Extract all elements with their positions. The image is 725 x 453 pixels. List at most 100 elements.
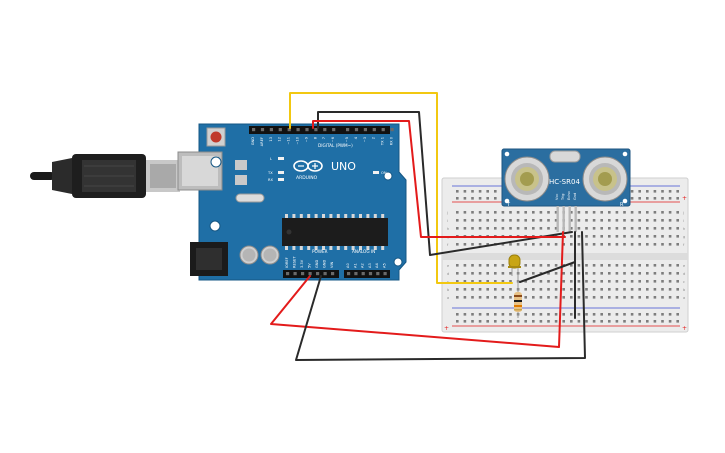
- breadboard-hole[interactable]: [524, 288, 527, 291]
- breadboard-hole[interactable]: [471, 280, 474, 283]
- breadboard-hole[interactable]: [532, 211, 535, 214]
- breadboard-hole[interactable]: [486, 190, 489, 193]
- breadboard-hole[interactable]: [592, 272, 596, 275]
- breadboard-hole[interactable]: [478, 219, 482, 222]
- breadboard-hole[interactable]: [554, 296, 558, 299]
- breadboard-hole[interactable]: [615, 320, 619, 323]
- breadboard-hole[interactable]: [676, 219, 679, 222]
- breadboard-hole[interactable]: [509, 272, 512, 275]
- breadboard-hole[interactable]: [600, 280, 603, 283]
- breadboard-hole[interactable]: [592, 235, 596, 238]
- breadboard-hole[interactable]: [570, 320, 573, 323]
- breadboard-hole[interactable]: [486, 272, 489, 275]
- breadboard-hole[interactable]: [668, 211, 672, 214]
- breadboard-hole[interactable]: [585, 227, 588, 230]
- breadboard-hole[interactable]: [524, 320, 527, 323]
- sensor-pin[interactable]: [568, 206, 571, 232]
- breadboard-hole[interactable]: [577, 211, 581, 214]
- breadboard-hole[interactable]: [646, 227, 649, 230]
- breadboard-hole[interactable]: [478, 313, 482, 316]
- header-pin[interactable]: [305, 128, 309, 132]
- header-pin[interactable]: [372, 128, 376, 132]
- breadboard-hole[interactable]: [577, 219, 581, 222]
- breadboard-hole[interactable]: [471, 313, 474, 316]
- breadboard-hole[interactable]: [494, 264, 497, 267]
- breadboard-hole[interactable]: [661, 235, 664, 238]
- breadboard-hole[interactable]: [585, 280, 588, 283]
- header-pin[interactable]: [252, 128, 256, 132]
- breadboard-hole[interactable]: [486, 219, 489, 222]
- breadboard-hole[interactable]: [501, 280, 505, 283]
- breadboard-hole[interactable]: [630, 264, 634, 267]
- breadboard-hole[interactable]: [653, 197, 657, 200]
- breadboard-hole[interactable]: [600, 243, 603, 246]
- breadboard-hole[interactable]: [539, 280, 543, 283]
- header-pin[interactable]: [308, 272, 312, 276]
- breadboard-hole[interactable]: [456, 197, 459, 200]
- breadboard-hole[interactable]: [494, 227, 497, 230]
- breadboard-hole[interactable]: [638, 272, 641, 275]
- breadboard-hole[interactable]: [638, 264, 641, 267]
- breadboard-hole[interactable]: [532, 296, 535, 299]
- breadboard-hole[interactable]: [600, 211, 603, 214]
- breadboard-hole[interactable]: [585, 243, 588, 246]
- header-pin[interactable]: [269, 128, 273, 132]
- breadboard-hole[interactable]: [494, 288, 497, 291]
- breadboard-hole[interactable]: [630, 219, 634, 222]
- breadboard-hole[interactable]: [570, 272, 573, 275]
- breadboard-hole[interactable]: [577, 243, 581, 246]
- breadboard-hole[interactable]: [456, 264, 459, 267]
- header-pin[interactable]: [381, 128, 385, 132]
- header-pin[interactable]: [390, 128, 394, 132]
- breadboard-hole[interactable]: [539, 288, 543, 291]
- breadboard-hole[interactable]: [554, 313, 558, 316]
- breadboard-hole[interactable]: [494, 296, 497, 299]
- breadboard-hole[interactable]: [676, 272, 679, 275]
- breadboard-hole[interactable]: [668, 243, 672, 246]
- breadboard-hole[interactable]: [615, 272, 619, 275]
- breadboard-hole[interactable]: [676, 235, 679, 238]
- breadboard-hole[interactable]: [653, 264, 657, 267]
- breadboard-hole[interactable]: [608, 227, 611, 230]
- breadboard-hole[interactable]: [653, 190, 657, 193]
- breadboard-hole[interactable]: [638, 190, 641, 193]
- breadboard-hole[interactable]: [630, 211, 634, 214]
- breadboard-hole[interactable]: [554, 320, 558, 323]
- breadboard-hole[interactable]: [509, 243, 512, 246]
- header-pin[interactable]: [331, 272, 335, 276]
- breadboard-hole[interactable]: [577, 264, 581, 267]
- breadboard-hole[interactable]: [509, 313, 512, 316]
- breadboard-hole[interactable]: [524, 219, 527, 222]
- breadboard-hole[interactable]: [668, 219, 672, 222]
- breadboard-hole[interactable]: [608, 219, 611, 222]
- breadboard-hole[interactable]: [539, 320, 543, 323]
- breadboard-hole[interactable]: [676, 296, 679, 299]
- header-pin[interactable]: [368, 272, 373, 276]
- breadboard-hole[interactable]: [547, 280, 550, 283]
- breadboard-hole[interactable]: [638, 219, 641, 222]
- breadboard-hole[interactable]: [562, 288, 565, 291]
- breadboard-hole[interactable]: [554, 280, 558, 283]
- breadboard-hole[interactable]: [547, 288, 550, 291]
- breadboard-hole[interactable]: [585, 264, 588, 267]
- breadboard-hole[interactable]: [585, 211, 588, 214]
- breadboard-hole[interactable]: [653, 219, 657, 222]
- header-pin[interactable]: [323, 128, 327, 132]
- breadboard-hole[interactable]: [494, 280, 497, 283]
- breadboard-hole[interactable]: [668, 264, 672, 267]
- breadboard-hole[interactable]: [676, 280, 679, 283]
- header-pin[interactable]: [347, 272, 351, 276]
- breadboard-hole[interactable]: [608, 272, 611, 275]
- breadboard-hole[interactable]: [577, 288, 581, 291]
- breadboard-hole[interactable]: [463, 227, 467, 230]
- breadboard-hole[interactable]: [570, 288, 573, 291]
- breadboard-hole[interactable]: [554, 211, 558, 214]
- breadboard-hole[interactable]: [501, 288, 505, 291]
- breadboard-hole[interactable]: [547, 264, 550, 267]
- breadboard-hole[interactable]: [532, 272, 535, 275]
- header-pin[interactable]: [346, 128, 350, 132]
- breadboard-hole[interactable]: [676, 243, 679, 246]
- breadboard-hole[interactable]: [646, 288, 649, 291]
- breadboard-hole[interactable]: [516, 243, 520, 246]
- breadboard-hole[interactable]: [501, 219, 505, 222]
